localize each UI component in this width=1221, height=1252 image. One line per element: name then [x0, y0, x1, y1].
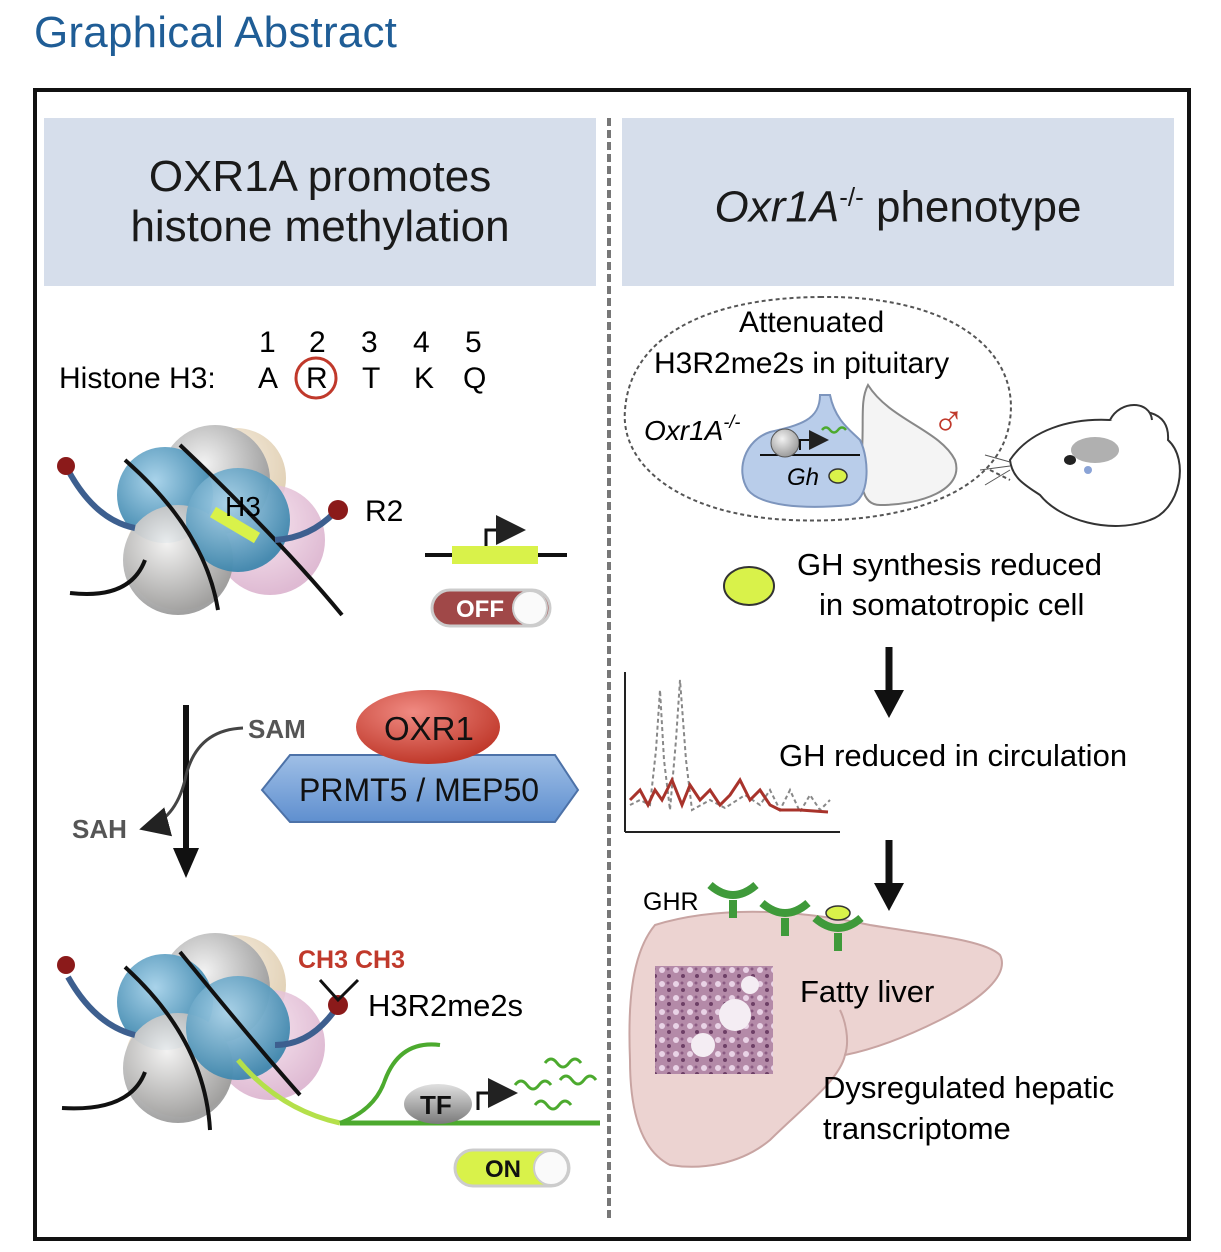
nucleosome-unmethylated: H3 R2 — [57, 425, 403, 617]
sam-label: SAM — [248, 714, 306, 744]
tf-protein: TF — [404, 1084, 472, 1124]
gh-synthesis: GH synthesis reduced in somatotropic cel… — [723, 547, 1102, 622]
bubble-line1: Attenuated — [739, 306, 884, 339]
liver-illustration: Fatty liver Dysregulated hepatic transcr… — [628, 910, 1114, 1168]
abstract-frame — [33, 88, 1191, 1241]
genotype-label: Oxr1A-/- — [644, 412, 740, 446]
h3-label: H3 — [225, 491, 261, 522]
position-4: 4 — [413, 326, 430, 359]
off-toggle: OFF — [430, 588, 552, 628]
right-panel-title: Oxr1A-/- phenotype — [622, 118, 1174, 286]
position-3: 3 — [361, 326, 378, 359]
r2-label: R2 — [365, 495, 403, 528]
position-5: 5 — [465, 326, 482, 359]
off-label: OFF — [456, 596, 504, 623]
mouse-illustration — [979, 404, 1181, 527]
tf-label: TF — [420, 1090, 452, 1120]
on-label: ON — [485, 1156, 521, 1183]
left-title-line1: OXR1A promotes — [148, 152, 492, 201]
gh-synthesis-line2: in somatotropic cell — [819, 587, 1084, 622]
gh-circulation-text: GH reduced in circulation — [779, 738, 1127, 773]
graphical-abstract-heading: Graphical Abstract — [34, 8, 398, 57]
methylation-reaction: SAM SAH — [72, 705, 306, 878]
panel-divider — [607, 118, 611, 1218]
down-arrow-1 — [874, 647, 904, 718]
position-2: 2 — [309, 326, 326, 359]
residue-k: K — [414, 362, 434, 395]
gh-synthesis-line1: GH synthesis reduced — [797, 547, 1102, 582]
residue-r: R — [306, 362, 328, 395]
sah-label: SAH — [72, 814, 127, 844]
transcriptome-line1: Dysregulated hepatic — [823, 1070, 1114, 1105]
gene-label: Gh — [787, 464, 819, 491]
nucleosome-methylated: CH3 CH3 H3R2me2s — [57, 933, 523, 1131]
right-title-sup: -/- — [839, 181, 864, 212]
h3r2me2s-label: H3R2me2s — [368, 988, 523, 1023]
left-title-line2: histone methylation — [130, 202, 510, 251]
down-arrow-2 — [874, 840, 904, 911]
bubble-line2: H3R2me2s in pituitary — [654, 347, 949, 380]
gene-off — [425, 515, 567, 564]
ghr-receptor — [707, 881, 864, 951]
right-title-rest: phenotype — [863, 182, 1082, 232]
ghr-receptors: GHR — [643, 881, 864, 951]
residue-t: T — [362, 362, 380, 395]
histone-sequence: Histone H3: 1 2 3 4 5 A R T K Q — [59, 326, 486, 400]
oxr1-label: OXR1 — [384, 710, 474, 747]
prmt5-mep50-complex: PRMT5 / MEP50 — [260, 754, 580, 823]
pituitary-bubble: Attenuated H3R2me2s in pituitary Gh Oxr1… — [623, 295, 1012, 522]
position-1: 1 — [259, 326, 276, 359]
gh-circulation-chart — [624, 672, 840, 833]
prmt-label: PRMT5 / MEP50 — [299, 772, 539, 808]
r2-highlight-circle — [294, 356, 338, 400]
gene-on — [339, 1042, 600, 1126]
ch3-label: CH3 CH3 — [298, 946, 405, 974]
histone-label: Histone H3: — [59, 362, 216, 395]
on-toggle: ON — [453, 1148, 571, 1188]
right-title-gene: Oxr1A — [714, 182, 840, 232]
left-panel-title: OXR1A promotes histone methylation — [44, 118, 596, 286]
residue-a: A — [258, 362, 278, 395]
fatty-liver-label: Fatty liver — [800, 974, 934, 1009]
male-symbol: ♂ — [932, 397, 965, 446]
residue-q: Q — [463, 362, 486, 395]
transcriptome-line2: transcriptome — [823, 1111, 1011, 1146]
oxr1-protein: OXR1 — [356, 690, 500, 764]
ghr-label: GHR — [643, 888, 699, 916]
